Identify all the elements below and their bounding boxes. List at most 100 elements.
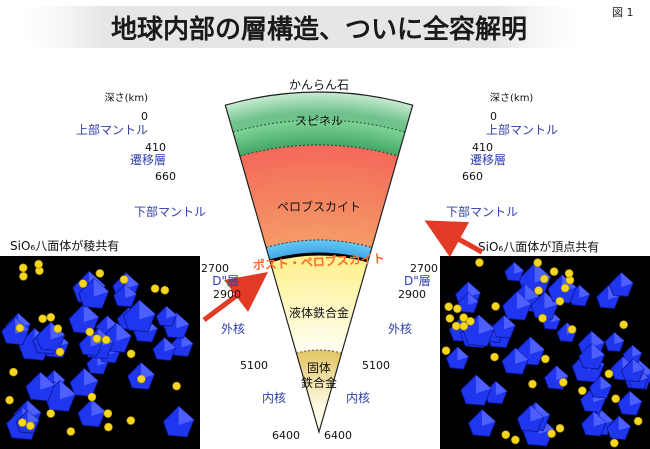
- depth-2700-right: 2700: [410, 262, 438, 275]
- cation-atom: [564, 269, 574, 278]
- cation-atom: [95, 269, 105, 278]
- cation-atom: [611, 394, 620, 403]
- depth-2900-right: 2900: [398, 288, 426, 301]
- cation-atom: [541, 354, 550, 364]
- octahedron-facet: [141, 362, 155, 379]
- octahedron-facet: [591, 331, 605, 348]
- boundary-2700: [265, 239, 373, 248]
- cation-atom: [19, 272, 28, 281]
- corner-sharing-octahedra: [441, 258, 650, 448]
- layer-olivine: [225, 91, 413, 133]
- cation-atom: [126, 349, 136, 359]
- cation-atom: [18, 263, 28, 273]
- depth-2900-left: 2900: [213, 288, 241, 301]
- cation-atom: [555, 423, 565, 433]
- layer-spinel: [233, 120, 405, 157]
- octahedron-facet: [593, 411, 606, 427]
- octahedron-facet: [632, 358, 645, 373]
- core-mantle-boundary: [269, 252, 369, 263]
- outer-core-label-left: 外核: [221, 322, 245, 336]
- cation-atom: [66, 427, 76, 436]
- cation-atom: [87, 392, 97, 402]
- figure-label: 図 1: [612, 6, 634, 19]
- octahedron-facet: [139, 299, 156, 320]
- lower-mantle-label-right: 下部マントル: [446, 204, 518, 219]
- layer-label-spinel: スピネル: [295, 114, 343, 128]
- octahedron-facet: [116, 322, 132, 341]
- transition-label-right: 遷移層: [470, 153, 506, 167]
- octahedron-facet: [591, 343, 605, 360]
- cation-atom: [126, 416, 136, 425]
- cation-atom: [578, 386, 587, 396]
- octahedron-facet: [166, 306, 177, 319]
- octahedron-facet: [600, 376, 612, 390]
- outer-core-label-right: 外核: [388, 322, 412, 336]
- octahedron-facet: [59, 380, 76, 400]
- octahedron-facet: [53, 370, 65, 384]
- cation-atom: [501, 430, 511, 439]
- depth-header-right: 深さ(km): [490, 92, 533, 104]
- octahedron-facet: [614, 332, 625, 345]
- cation-atom: [560, 283, 570, 293]
- depth-410-right: 410: [472, 141, 493, 154]
- octahedron-facet: [93, 278, 109, 297]
- octahedron-facet: [468, 292, 479, 305]
- cation-atom: [137, 374, 146, 384]
- layer-label-perovskite: ペロブスカイト: [277, 199, 361, 214]
- cation-atom: [528, 379, 537, 389]
- cation-atom: [459, 321, 469, 331]
- d-layer-arrow-left: [202, 272, 268, 322]
- d-layer-label-right: D"層: [404, 274, 431, 288]
- depth-0-left: 0: [141, 110, 148, 123]
- depth-0-right: 0: [490, 110, 497, 123]
- perovskite-arrow-right: [424, 220, 484, 258]
- cation-atom: [549, 267, 559, 276]
- upper-mantle-label-left: 上部マントル: [76, 122, 148, 137]
- inner-core-label-right: 内核: [346, 391, 370, 405]
- layer-label-olivine: かんらん石: [289, 78, 349, 92]
- cation-atom: [451, 321, 461, 331]
- cation-atom: [453, 304, 462, 314]
- octahedron-facet: [91, 399, 106, 417]
- cation-atom: [160, 285, 170, 295]
- cation-atom: [445, 314, 455, 323]
- layer-label-liquid-iron-alloy: 液体鉄合金: [289, 305, 349, 320]
- layer-label-solid-iron-alloy: 固体鉄合金: [301, 361, 337, 390]
- depth-5100-right: 5100: [362, 359, 390, 372]
- layer-perovskite: [239, 144, 399, 248]
- layer-solid-iron-alloy: [296, 350, 342, 432]
- cation-atom: [78, 279, 88, 288]
- cation-atom: [15, 323, 25, 333]
- cation-atom: [475, 258, 484, 267]
- octahedron-facet: [514, 262, 524, 274]
- cation-atom: [34, 259, 43, 269]
- cation-atom: [547, 429, 556, 438]
- octahedron-facet: [632, 345, 642, 357]
- octahedron-facet: [27, 410, 39, 425]
- octahedron-facet: [467, 281, 481, 298]
- cation-atom: [5, 395, 14, 405]
- cation-atom: [538, 313, 547, 323]
- octahedron-facet: [176, 312, 190, 329]
- boundary-660: [239, 144, 399, 157]
- cation-atom: [633, 416, 643, 426]
- depth-6400-right: 6400: [324, 429, 352, 442]
- octahedron-facet: [481, 409, 496, 426]
- layer-liquid-iron-alloy: [269, 253, 369, 354]
- octahedron-facet: [164, 337, 176, 352]
- cation-atom: [92, 334, 102, 343]
- lower-mantle-label-left: 下部マントル: [134, 204, 206, 219]
- octahedron-facet: [530, 336, 545, 355]
- octahedron-facet: [629, 391, 642, 406]
- cation-atom: [466, 316, 475, 326]
- cation-atom: [101, 335, 111, 345]
- cation-atom: [104, 422, 113, 432]
- cation-atom: [441, 346, 451, 355]
- octahedron-facet: [544, 292, 559, 309]
- cation-atom: [511, 435, 520, 445]
- edge-sharing-octahedra: [1, 259, 195, 440]
- octahedron-facet: [84, 368, 99, 386]
- cation-atom: [604, 369, 614, 379]
